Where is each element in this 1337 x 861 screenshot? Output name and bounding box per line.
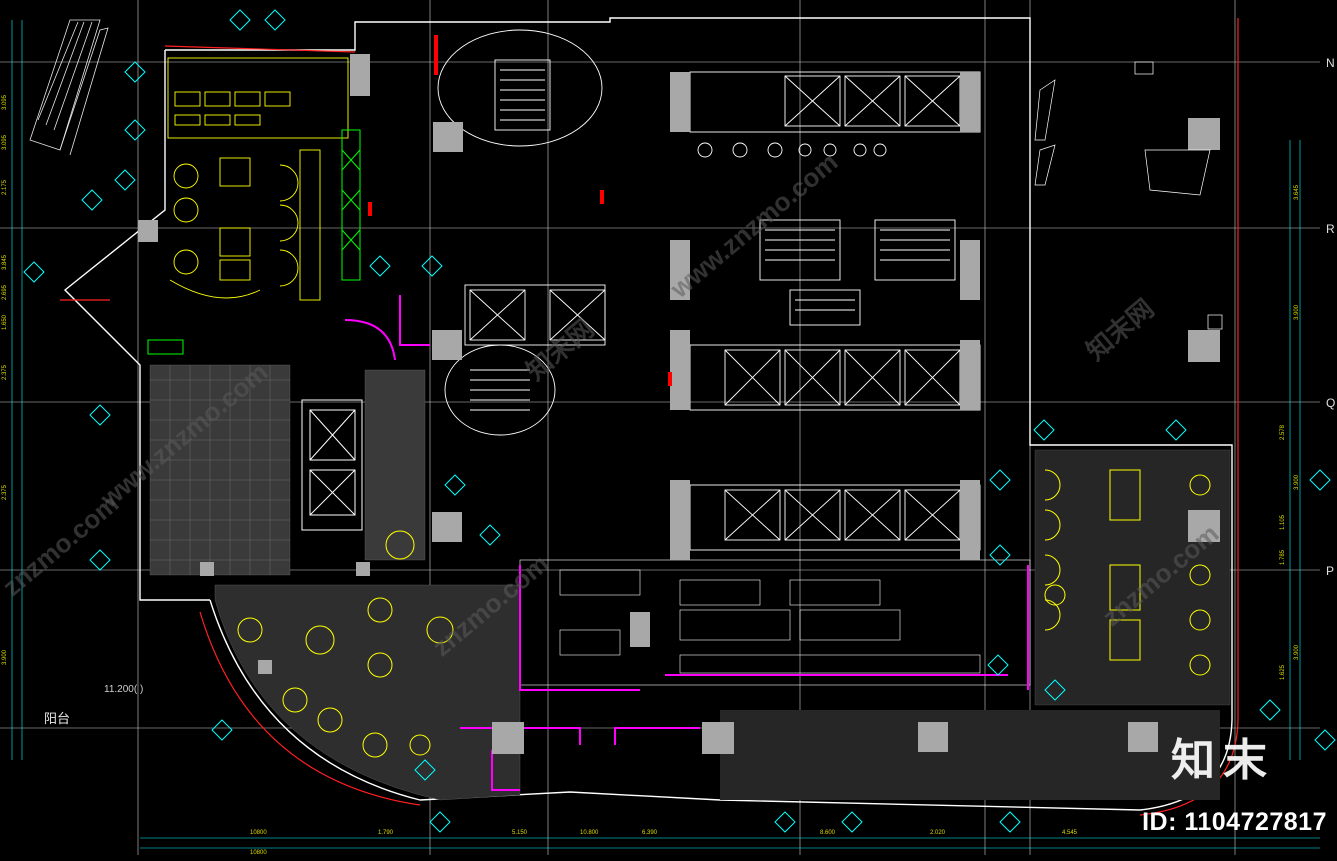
bottom-dim-7: 2.020 <box>930 830 946 836</box>
elevation-label: 11.200( ) <box>104 684 144 695</box>
right-dim-1: 3.645 <box>1294 184 1300 200</box>
balcony-label: 阳台 <box>44 711 71 726</box>
right-dim-3: 2.578 <box>1280 424 1286 440</box>
grid-axis-r: R <box>1326 222 1335 236</box>
banquet-tables <box>237 530 454 758</box>
dining-room-right-floor <box>1034 449 1231 706</box>
bottom-dim-8: 4.545 <box>1062 830 1078 836</box>
stone-floor-hatch <box>149 364 426 576</box>
bottom-dim-2: 1.790 <box>378 830 394 836</box>
elevator-core-left <box>301 399 363 531</box>
left-dim-3: 2.175 <box>2 179 8 195</box>
left-dim-2: 3.095 <box>2 134 8 150</box>
section-markers <box>23 9 1336 833</box>
structural-columns <box>138 54 1220 754</box>
dimension-lines <box>11 20 1320 849</box>
dining-area-top-left <box>167 57 349 301</box>
grid-axis-p: P <box>1326 564 1335 578</box>
bottom-dim-9: 10800 <box>250 850 267 856</box>
image-id-watermark: ID: 1104727817 <box>1142 808 1327 836</box>
grid-axis-q: Q <box>1326 396 1336 410</box>
right-dim-6: 1.785 <box>1280 549 1286 565</box>
elevator-bank-right <box>689 71 981 551</box>
hatch-pattern <box>150 365 290 575</box>
right-dim-4: 3.900 <box>1294 474 1300 490</box>
left-dim-6: 1.650 <box>2 314 8 330</box>
bottom-dim-1: 10800 <box>250 830 267 836</box>
left-dim-8: 2.375 <box>2 484 8 500</box>
bottom-dim-3: 5.150 <box>512 830 528 836</box>
kitchen-magenta-wall <box>344 295 1029 791</box>
banquet-floor <box>214 584 521 801</box>
right-dim-7: 1.625 <box>1280 664 1286 680</box>
bottom-dim-5: 6.390 <box>642 830 658 836</box>
left-dim-1: 3.095 <box>2 94 8 110</box>
stair-core-top <box>437 29 606 436</box>
kitchen-equipment <box>519 559 1031 686</box>
green-column-stack <box>147 129 361 355</box>
red-markers <box>368 35 672 386</box>
left-dim-7: 2.375 <box>2 364 8 380</box>
left-dim-4: 3.845 <box>2 254 8 270</box>
left-dim-9: 3.900 <box>2 649 8 665</box>
grid-axis-n: N <box>1326 56 1335 70</box>
right-hall-outlines <box>1034 61 1223 330</box>
right-dim-8: 3.900 <box>1294 644 1300 660</box>
right-dim-5: 1.105 <box>1280 514 1286 530</box>
dining-room-right-tables <box>1044 469 1211 676</box>
bottom-dim-4: 10.800 <box>580 830 599 836</box>
right-dim-2: 3.900 <box>1294 304 1300 320</box>
brand-watermark: 知末 <box>1171 736 1275 785</box>
left-dim-5: 2.695 <box>2 284 8 300</box>
bottom-dim-6: 8.600 <box>820 830 836 836</box>
escalator <box>29 19 109 156</box>
